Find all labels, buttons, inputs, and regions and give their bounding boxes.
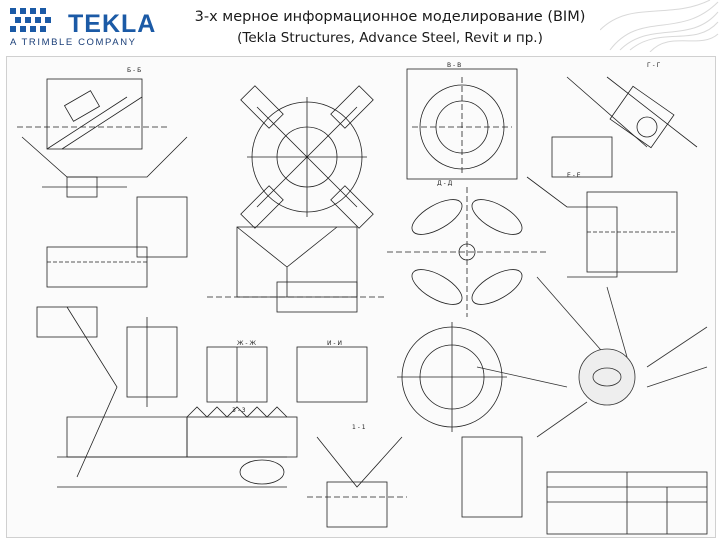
petal-node-center <box>387 187 547 317</box>
circular-plan-lower-center <box>397 322 523 518</box>
section-mark: Г - Г <box>647 62 661 69</box>
bracing-detail-lower-left <box>57 306 287 488</box>
engineering-drawing-sheet: Б - Б В - В Г - Г Д - Д Е - Е Ж - Ж И - … <box>6 56 716 538</box>
section-mark: В - В <box>447 62 461 69</box>
steel-node-drawings: Б - Б В - В Г - Г Д - Д Е - Е Ж - Ж И - … <box>17 62 708 535</box>
section-mark: Д - Д <box>437 180 453 187</box>
y-node-center <box>207 226 387 313</box>
circular-section-top-right <box>406 68 518 180</box>
section-mark: Б - Б <box>127 67 141 74</box>
tekla-logo: TEKLA A TRIMBLE COMPANY <box>8 4 155 50</box>
slide-subtitle: (Tekla Structures, Advance Steel, Revit … <box>237 30 543 46</box>
section-mark: Е - Е <box>567 172 581 179</box>
section-mark: И - И <box>327 340 342 347</box>
logo-wordmark: TEKLA <box>68 10 157 38</box>
node-detail-top-left <box>17 78 188 178</box>
drawing-title-block <box>546 471 708 535</box>
section-details-center-lower <box>186 346 368 458</box>
slide-title: 3-х мерное информационное моделирование … <box>194 9 586 25</box>
slide-header: TEKLA A TRIMBLE COMPANY 3-х мерное инфор… <box>0 0 720 52</box>
decorative-swirl-icon <box>600 0 719 52</box>
node-detail-top-right <box>551 76 698 178</box>
section-mark: 3 - 3 <box>232 407 246 414</box>
section-mark: 1 - 1 <box>352 424 366 431</box>
v-node-lower-center <box>307 436 407 528</box>
column-detail-right <box>526 176 678 278</box>
node-3d-render <box>476 276 708 438</box>
star-node-top-center <box>240 85 374 229</box>
section-mark: Ж - Ж <box>237 340 256 347</box>
logo-tagline: A TRIMBLE COMPANY <box>10 37 137 48</box>
plate-details-left <box>36 176 188 338</box>
tekla-logo-mark-icon <box>10 8 51 32</box>
